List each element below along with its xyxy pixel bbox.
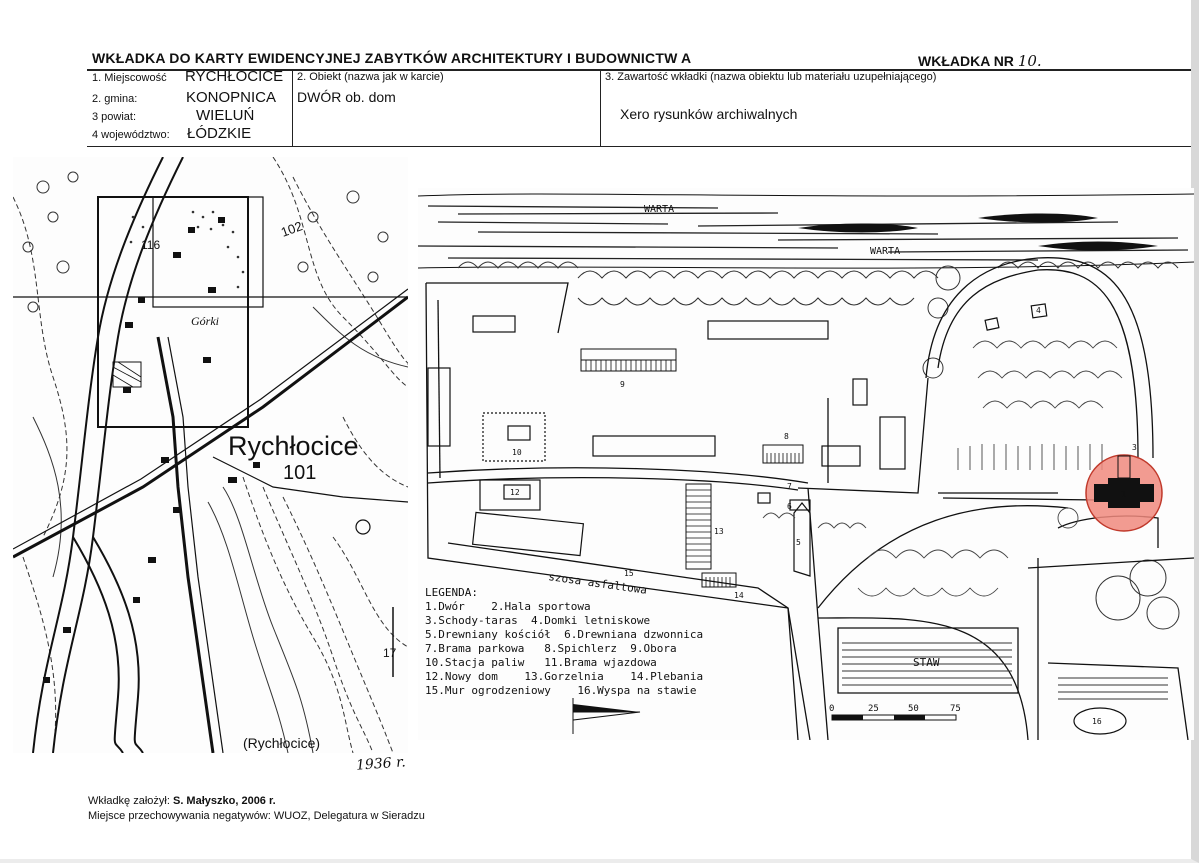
legend-line-7: 15.Mur ogrodzeniowy 16.Wyspa na stawie [425,684,697,697]
estate-plan-drawing: WARTA WARTA [418,188,1194,740]
table-bottom-rule [87,146,1191,147]
building-number-16: 16 [1092,717,1102,726]
scale-label-0: 0 [829,704,834,714]
building-number-5: 5 [796,538,801,547]
legend-line-2: 3.Schody-taras 4.Domki letniskowe [425,614,650,627]
bottom-village-label: (Rychłocice) [243,735,320,751]
founder-label: Wkładkę założył: [88,795,170,807]
elevation-main-label: 101 [283,462,316,484]
founder-value: S. Małyszko, 2006 r. [172,795,276,807]
document-title: WKŁADKA DO KARTY EWIDENCYJNEJ ZABYTKÓW A… [92,50,692,66]
building-number-10: 10 [512,448,522,457]
north-arrow-icon [572,698,641,734]
legend: LEGENDA: 1.Dwór 2.Hala sportowa 3.Schody… [425,586,703,697]
table-col-divider-1 [292,69,293,147]
building-number-12: 12 [510,488,520,497]
building-number-8: 8 [784,432,789,441]
topographic-map: Rychłocice 101 116 102 Górki (Rychłocice… [13,157,408,753]
building-number-6: 6 [787,502,792,511]
insert-label: WKŁADKA NR [918,53,1014,69]
legend-line-1: 1.Dwór 2.Hala sportowa [425,600,591,613]
table-top-rule [87,69,1191,71]
topographic-map-drawing: Rychłocice 101 116 102 Górki (Rychłocice… [13,157,408,753]
legend-line-3: 5.Drewniany kościół 6.Drewniana dzwonnic… [425,628,703,641]
powiat-label: 3 powiat: [92,111,137,123]
building-number-15: 15 [624,569,634,578]
miejscowosc-value: RYCHŁOCICE [185,68,284,85]
wojewodztwo-value: ŁÓDZKIE [187,125,252,142]
wojewodztwo-label: 4 województwo: [92,129,170,141]
manor-building [1094,478,1154,508]
powiat-value: WIELUŃ [196,107,255,124]
estate-plan: WARTA WARTA [418,188,1194,740]
table-col-divider-2 [600,69,601,147]
elevation-b-label: 102 [279,218,305,240]
scale-bar: 0 25 50 75 [829,704,961,721]
river-bottom-label: WARTA [870,246,900,257]
zawartosc-label: 3. Zawartość wkładki (nazwa obiektu lub … [605,71,937,83]
building-number-1: 1 [1121,490,1126,499]
storage-value: WUOZ, Delegatura w Sieradzu [273,810,425,822]
miejscowosc-label: 1. Miejscowość [92,72,167,84]
scale-label-75: 75 [950,704,961,714]
river-top-label: WARTA [644,204,674,215]
building-number-9: 9 [620,380,625,389]
pond-label: STAW [913,656,940,669]
insert-number: WKŁADKA NR 10. [918,52,1042,70]
place-gorki-label: Górki [191,314,219,328]
building-number-4: 4 [1036,306,1041,315]
elevation-a-label: 116 [141,238,160,252]
building-number-3: 3 [1132,443,1137,452]
scale-label-25: 25 [868,704,879,714]
gmina-value: KONOPNICA [186,89,277,106]
zawartosc-value: Xero rysunków archiwalnych [620,106,798,122]
obiekt-value: DWÓR ob. dom [297,89,396,105]
building-number-14: 14 [734,591,744,600]
village-name-label: Rychłocice [228,431,359,461]
founder-line: Wkładkę założył: S. Małyszko, 2006 r. [88,795,276,807]
legend-line-5: 10.Stacja paliw 11.Brama wjazdowa [425,656,657,669]
building-number-13: 13 [714,527,724,536]
obiekt-label: 2. Obiekt (nazwa jak w karcie) [297,71,444,83]
insert-number-value: 10. [1017,52,1042,70]
storage-line: Miejsce przechowywania negatywów: WUOZ, … [88,810,425,822]
storage-label: Miejsce przechowywania negatywów: [88,810,271,822]
legend-line-4: 7.Brama parkowa 8.Spichlerz 9.Obora [425,642,677,655]
legend-line-6: 12.Nowy dom 13.Gorzelnia 14.Plebania [425,670,703,683]
scale-label-50: 50 [908,704,919,714]
edge-number-label: 17 [383,646,397,660]
legend-title: LEGENDA: [425,586,478,599]
building-number-7: 7 [787,482,792,491]
gmina-label: 2. gmina: [92,93,138,105]
